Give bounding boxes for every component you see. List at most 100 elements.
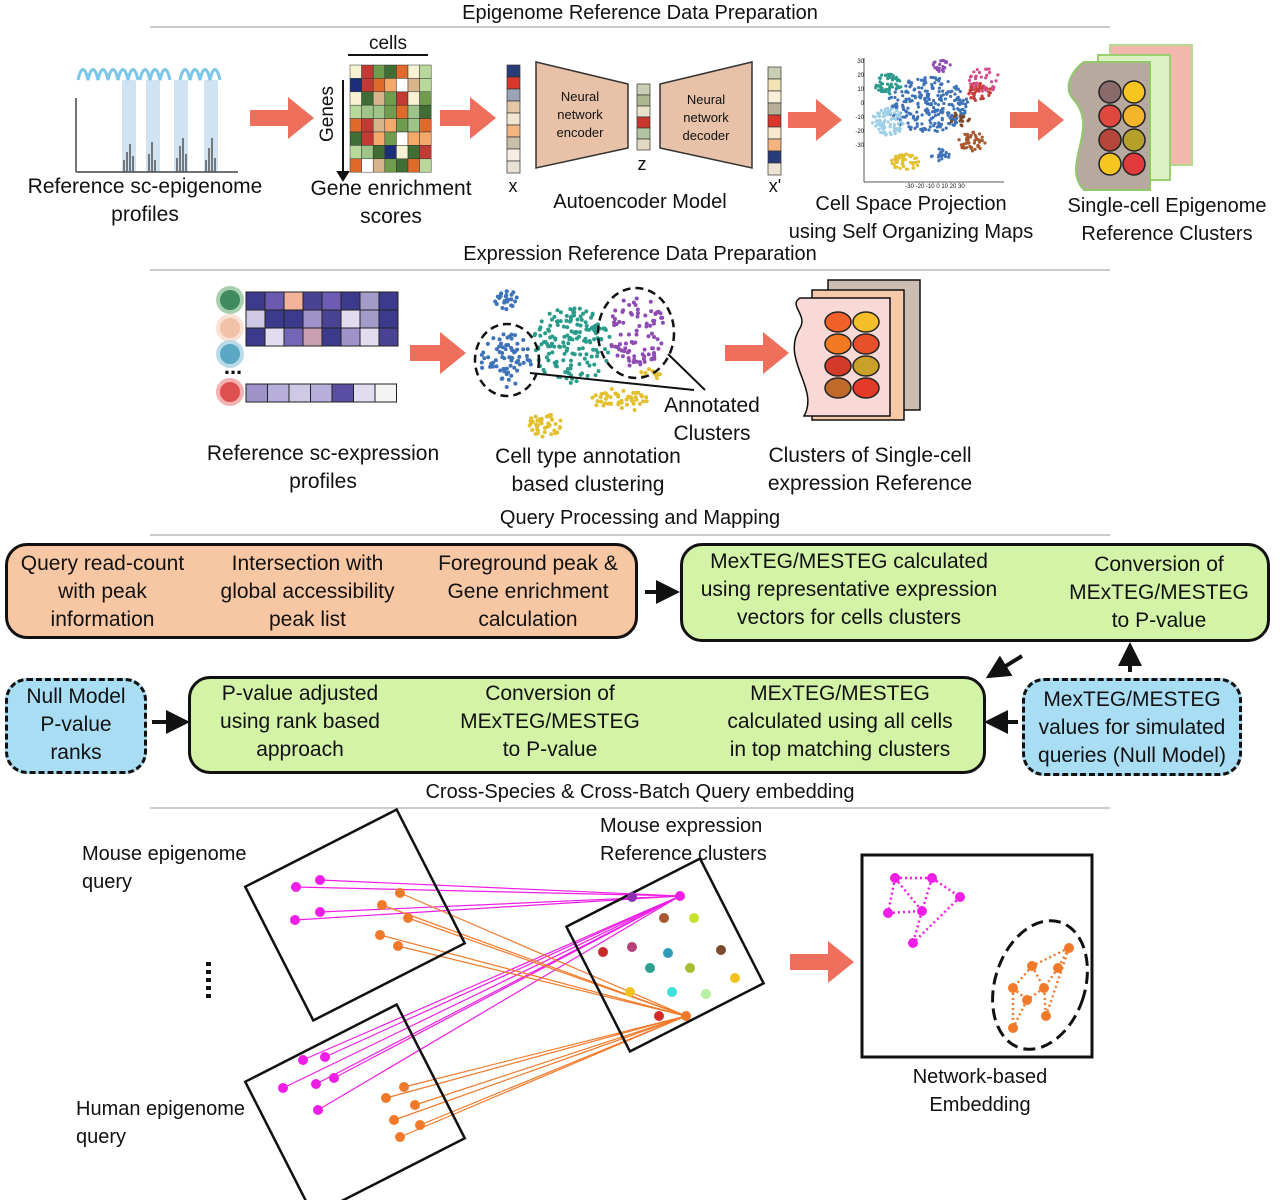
query-step-mexteg-representative: MexTEG/MESTEG calculated using represent… (700, 550, 998, 629)
expression-point (537, 327, 542, 332)
expression-point (506, 377, 511, 382)
annotated-cluster-ring (473, 322, 541, 398)
som-point (974, 74, 978, 78)
expression-point (609, 386, 614, 391)
som-point (948, 116, 952, 120)
expression-point (642, 347, 647, 352)
som-point (925, 92, 929, 96)
som-point (906, 106, 910, 110)
network-edge (1026, 986, 1045, 1002)
reference-point (675, 891, 685, 901)
expression-point (652, 318, 657, 323)
expression-point (634, 332, 639, 337)
som-point (937, 89, 941, 94)
output-vector-x-prime (767, 66, 782, 176)
expression-point (512, 333, 517, 338)
som-point (938, 97, 942, 101)
expression-point (635, 311, 640, 316)
expression-point (602, 391, 607, 396)
som-point (909, 112, 913, 116)
heatmap-cell (372, 131, 386, 146)
expression-point (549, 341, 554, 346)
expression-point (613, 308, 618, 313)
som-point (904, 89, 908, 93)
som-point (946, 79, 950, 84)
som-point (908, 81, 912, 85)
expression-point (652, 354, 657, 359)
expression-point (516, 358, 521, 363)
expression-point (555, 308, 560, 313)
expression-point (639, 370, 644, 375)
reference-point (716, 945, 726, 955)
heatmap-cell (396, 158, 409, 173)
expression-point (524, 354, 529, 359)
vector-cell (636, 94, 651, 107)
som-point (958, 114, 962, 118)
expression-point (574, 336, 579, 341)
som-point (900, 153, 905, 158)
vector-cell (767, 162, 782, 176)
cluster-circle (1122, 104, 1146, 128)
epigenome-profiles-label: Reference sc-epigenome profiles (27, 175, 263, 226)
som-point (939, 82, 943, 86)
som-point (960, 116, 964, 120)
expression-point (627, 394, 632, 399)
som-point (888, 130, 892, 135)
expression-point (575, 317, 580, 322)
expression-point (538, 419, 543, 424)
heatmap-cell (384, 158, 397, 173)
expression-point (558, 310, 563, 315)
som-point (905, 110, 909, 114)
expression-point (500, 345, 505, 350)
expression-point (648, 323, 653, 328)
expression-point (591, 347, 596, 352)
query-point (403, 913, 413, 923)
expression-point (503, 294, 508, 299)
expression-point (617, 319, 622, 324)
vector-cell (767, 66, 782, 80)
som-point (881, 123, 886, 128)
expression-point (491, 360, 496, 365)
expression-point (584, 309, 589, 314)
network-node (908, 938, 918, 948)
som-point (967, 78, 972, 83)
som-point (926, 101, 930, 106)
cross-section-title: Cross-Species & Cross-Batch Query embedd… (425, 781, 855, 803)
heatmap-cell (361, 118, 374, 133)
heatmap-cell (419, 91, 432, 106)
x-prime-label: x' (768, 176, 782, 196)
query-step-null-ranks: Null Model P-value ranks (26, 685, 126, 764)
expression-point (567, 371, 572, 376)
som-point (910, 94, 915, 98)
matrix-cell (245, 327, 266, 347)
expression-point (619, 348, 624, 353)
som-point (930, 82, 934, 87)
mapping-line (319, 895, 681, 913)
expression-point (561, 358, 566, 363)
network-node (1008, 983, 1018, 993)
matrix-cell (353, 383, 376, 403)
som-point (989, 80, 994, 84)
som-point (892, 163, 896, 167)
expression-point (631, 390, 636, 395)
expression-point (550, 350, 555, 355)
expression-point (553, 337, 558, 342)
expression-point (633, 340, 638, 345)
encoder-label: Neural network encoder (556, 89, 604, 140)
expression-point (583, 336, 588, 341)
heatmap-cell (419, 104, 432, 119)
expression-point (626, 355, 631, 360)
som-point (874, 120, 878, 124)
vector-cell (506, 136, 521, 150)
expression-point (544, 355, 549, 360)
annotated-cluster-ring (596, 286, 676, 380)
network-edge (887, 909, 923, 915)
z-label: z (637, 154, 647, 174)
reference-point (667, 987, 677, 997)
expression-point (568, 380, 573, 385)
network-cluster-ring (991, 919, 1089, 1051)
som-point (931, 110, 935, 114)
network-node (883, 908, 893, 918)
heatmap-cell (372, 118, 386, 133)
expression-point (623, 346, 628, 351)
